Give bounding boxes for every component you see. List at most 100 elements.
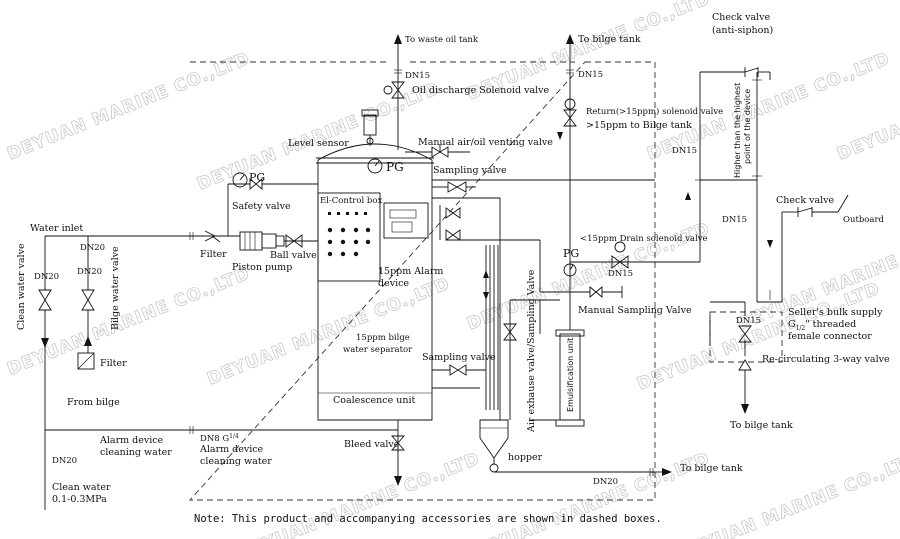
label-recirc-valve: Re-circulating 3-way valve	[762, 354, 890, 365]
label-dn20-inlet: DN20	[80, 243, 105, 253]
sampling-valve-top-icon	[447, 181, 467, 193]
label-hopper: hopper	[508, 452, 543, 463]
label-higher-2: point of the device	[743, 89, 752, 164]
clean-water-valve-icon	[38, 289, 52, 311]
watermarks: DEYUAN MARINE CO.,LTD DEYUAN MARINE CO.,…	[4, 0, 900, 539]
label-alarm-cleaning-1b: cleaning water	[100, 447, 172, 458]
label-level-sensor: Level sensor	[288, 138, 349, 149]
label-outboard: Outboard	[843, 215, 885, 225]
label-sellers-1: Seller's bulk supply	[788, 307, 883, 318]
label-dn20-clean: DN20	[52, 456, 77, 466]
label-clean-water-pressure: 0.1-0.3MPa	[52, 494, 107, 505]
label-dn20-right: DN20	[77, 267, 102, 277]
check-valve-right-icon	[797, 207, 813, 217]
pressure-gauge-safety-icon	[232, 172, 248, 188]
return-solenoid-valve-icon	[563, 109, 577, 127]
label-dn15-right-top: DN15	[672, 146, 697, 156]
label-return-to-bilge: >15ppm to Bilge tank	[586, 120, 692, 131]
label-manual-vent-valve: Manual air/oil venting valve	[418, 137, 553, 148]
pressure-gauge-drain-icon	[563, 263, 577, 277]
bilge-filter	[77, 352, 95, 370]
pressure-gauge-tank-icon	[367, 158, 383, 174]
oil-discharge-valve-icon	[391, 81, 405, 99]
label-dn15-mid: DN15	[578, 70, 603, 80]
footer-note: Note: This product and accompanying acce…	[194, 513, 662, 525]
label-sellers-3: female connector	[788, 331, 872, 342]
sampling-valve-mid-icon	[449, 364, 467, 376]
watermark: DEYUAN MARINE CO.,LTD	[194, 79, 443, 195]
label-ball-valve: Ball valve	[270, 250, 317, 261]
label-check-valve-top-2: (anti-siphon)	[712, 25, 773, 36]
manual-venting-valve-icon	[431, 146, 449, 158]
label-filter-inlet: Filter	[200, 249, 227, 260]
valves	[38, 67, 813, 451]
label-water-inlet: Water inlet	[30, 223, 83, 234]
el-control-box	[317, 192, 429, 282]
label-alarm-cleaning-1: Alarm device	[99, 435, 164, 446]
watermark: DEYUAN MARINE CO.,LTD	[464, 449, 713, 539]
label-bleed-valve: Bleed valve	[344, 439, 400, 450]
label-return-valve: Return(>15ppm) solenoid valve	[586, 106, 723, 117]
flow-arrows	[41, 34, 773, 486]
bleed-valve-icon	[391, 435, 405, 451]
label-dn15-top: DN15	[405, 71, 430, 81]
label-safety-valve: Safety valve	[232, 201, 291, 212]
label-to-bilge-tank-top: To bilge tank	[578, 34, 641, 45]
emulsification-unit	[555, 329, 585, 427]
label-sampling-valve-top: Sampling valve	[433, 165, 507, 176]
label-alarm-cleaning-2: Alarm device	[199, 444, 264, 455]
label-alarm-device-2: device	[378, 278, 409, 289]
check-valve-top-icon	[744, 67, 759, 77]
label-drain-valve: <15ppm Drain solenoid valve	[580, 234, 708, 244]
label-dn20-left: DN20	[34, 272, 59, 282]
label-piston-pump: Piston pump	[232, 262, 292, 273]
label-dn15-drain: DN15	[608, 269, 633, 279]
label-dn20-bottom: DN20	[593, 477, 618, 487]
label-bilge-water-valve: Bilge water valve	[110, 246, 121, 330]
pipes	[44, 40, 849, 510]
label-sampling-valve-mid: Sampling valve	[422, 352, 496, 363]
label-oil-discharge-valve: Oil discharge Solenoid valve	[412, 85, 550, 96]
label-separator-2: water separator	[343, 345, 413, 355]
labels: To waste oil tank DN15 Oil discharge Sol…	[16, 12, 890, 525]
watermark: DEYUAN MARINE CO.,LTD	[4, 49, 253, 165]
recirc-dashed-box	[709, 311, 783, 363]
label-manual-sampling-valve: Manual Sampling Valve	[578, 305, 692, 316]
label-el-control-box: El-Control box	[320, 196, 382, 206]
safety-valve-icon	[249, 178, 263, 190]
label-dn8: DN8 G1/4	[200, 433, 239, 444]
ball-valve-icon	[285, 234, 303, 248]
label-check-valve-right: Check valve	[776, 195, 835, 206]
label-to-bilge-tank-right: To bilge tank	[730, 420, 793, 431]
air-exhaust-valve-icon	[503, 323, 517, 341]
label-sellers-2: G1/2" threaded	[788, 319, 856, 332]
label-higher-1: Higher than the highest	[733, 83, 742, 178]
label-pg-drain: PG	[563, 247, 579, 260]
separator-tank	[316, 143, 434, 421]
label-clean-water: Clean water	[52, 482, 111, 493]
label-pg-safety: PG	[249, 171, 265, 184]
hopper	[479, 419, 509, 473]
label-coalescence-unit: Coalescence unit	[333, 395, 415, 406]
manual-sampling-valve-icon	[589, 286, 603, 298]
label-to-waste-oil-tank: To waste oil tank	[405, 35, 479, 45]
label-clean-water-valve: Clean water valve	[16, 243, 27, 330]
label-alarm-device: 15ppm Alarm	[378, 266, 443, 277]
bilge-water-valve-icon	[81, 289, 95, 311]
filter-inlet-icon	[204, 230, 217, 242]
label-emulsification-unit: Emulsification unit	[566, 338, 575, 412]
drain-solenoid-valve-icon	[611, 255, 629, 269]
watermark: DEYUAN MARINE CO.,LTD	[204, 274, 453, 390]
level-sensor	[361, 109, 379, 146]
scope-dashed-box	[188, 61, 656, 501]
label-air-exhaust-valve: Air exhause valve/Sampling Valve	[526, 269, 537, 433]
label-from-bilge: From bilge	[67, 397, 120, 408]
label-pg-tank: PG	[386, 160, 404, 174]
label-dn15-recirc: DN15	[736, 316, 761, 326]
label-alarm-cleaning-2b: cleaning water	[200, 456, 272, 467]
recirc-3way-valve-branch-icon	[738, 359, 752, 371]
label-filter-bilge: Filter	[100, 358, 127, 369]
label-to-bilge-tank-bottom: To bilge tank	[680, 463, 743, 474]
label-dn15-right-mid: DN15	[722, 215, 747, 225]
